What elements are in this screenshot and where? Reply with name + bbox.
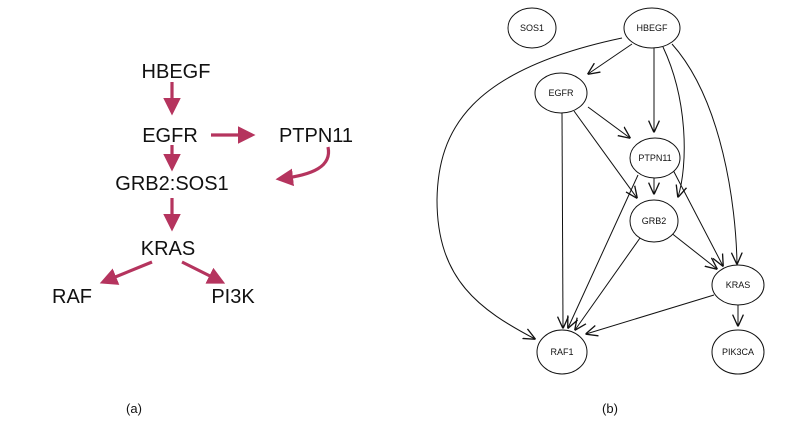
edge-egfr-raf1-b [562,111,563,328]
node-a-grb2sos1: GRB2:SOS1 [115,173,228,195]
node-b-hbegf-shape [623,7,681,49]
node-a-hbegf: HBEGF [142,61,211,83]
panel-a-caption: (a) [126,401,142,416]
edge-grb2-raf1-b [575,237,641,330]
node-b-ptpn11-shape [629,137,681,179]
edge-hbegf-raf1-b [436,37,623,339]
node-b-grb2-shape [629,199,679,243]
node-b-grb2: GRB2 [642,216,667,226]
node-a-pi3k: PI3K [211,286,255,308]
node-b-pik3ca: PIK3CA [722,347,754,357]
node-b-kras-shape [711,264,765,306]
edge-kras-pi3k [181,260,226,284]
edge-kras-raf1-b [586,294,715,334]
node-b-sos1-shape [507,7,557,49]
edge-ptpn11-kras-b [671,167,723,266]
node-b-egfr-shape [534,72,588,114]
node-b-raf1: RAF1 [550,347,573,357]
panel-b-edges [436,37,738,339]
edge-hbegf-egfr-b [588,43,633,74]
node-a-raf: RAF [52,286,92,308]
node-b-pik3ca-shape [711,329,765,375]
edge-hbegf-kras-b [671,43,737,264]
node-a-ptpn11: PTPN11 [279,125,353,147]
node-b-hbegf: HBEGF [636,23,668,33]
node-b-raf1-shape [536,329,588,375]
edge-egfr-grb2-b [573,110,637,198]
panel-b-nodes [507,7,765,375]
panel-a-edges [99,82,331,285]
edge-ptpn11-raf1-b [568,174,639,328]
panel-a: HBEGF EGFR PTPN11 GRB2:SOS1 KRAS RAF PI3… [52,61,353,416]
node-a-kras: KRAS [141,238,195,260]
edge-grb2-kras-b [669,231,717,269]
node-a-egfr: EGFR [142,125,198,147]
panel-b-caption: (b) [602,401,618,416]
node-b-ptpn11: PTPN11 [638,153,671,163]
node-b-kras: KRAS [726,280,751,290]
edge-egfr-ptpn11-b [587,106,630,138]
edge-ptpn11-grb2sos1 [275,146,331,187]
node-b-egfr: EGFR [548,88,574,98]
node-b-sos1: SOS1 [520,23,544,33]
panel-b: SOS1 HBEGF EGFR PTPN11 GRB2 KRAS RAF1 PI… [436,7,765,416]
edge-kras-raf [99,260,153,285]
